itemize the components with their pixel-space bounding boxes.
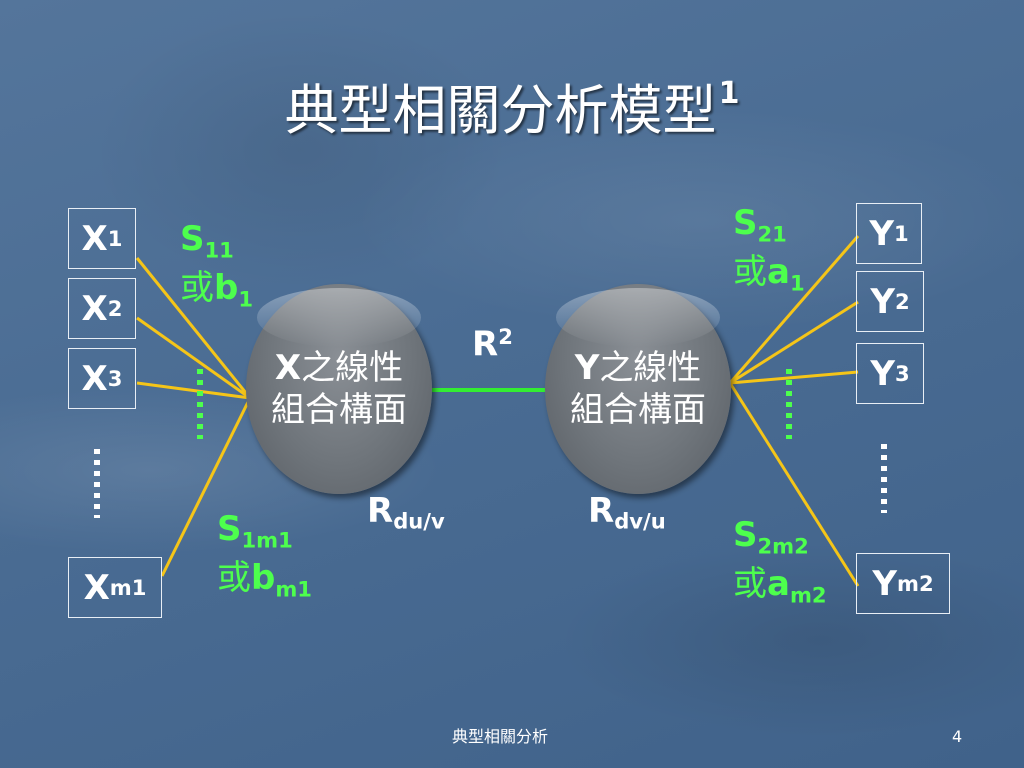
connector-y2 <box>729 300 859 385</box>
y3-var: Y <box>870 353 895 394</box>
x2-subscript: 2 <box>107 296 123 321</box>
s2m2-line: S2m2 <box>733 515 809 559</box>
weight-label-s21: S21 或a1 <box>733 206 805 301</box>
slide-title-text: 典型相關分析模型 <box>284 79 717 142</box>
redundancy-du-v-label: Rdu/v <box>367 491 445 534</box>
y1-subscript: 1 <box>893 221 909 246</box>
connector-x3 <box>136 381 251 400</box>
connector-y3 <box>729 370 859 385</box>
footer-title: 典型相關分析 <box>452 727 549 746</box>
y-composite-line1: Y之線性 <box>574 348 702 388</box>
s21-line: S21 <box>733 203 787 247</box>
slide-title-footnote: 1 <box>718 76 740 111</box>
a1-line: 或a1 <box>733 252 805 296</box>
r-squared-label: R2 <box>472 324 513 365</box>
am2-line: 或am2 <box>733 564 827 608</box>
y2-subscript: 2 <box>894 289 910 314</box>
ym2-subscript: m2 <box>896 571 934 596</box>
b1-line: 或b1 <box>180 268 254 312</box>
y2-var: Y <box>870 281 895 322</box>
bm1-line: 或bm1 <box>217 558 312 602</box>
weight-label-s2m2: S2m2 或am2 <box>733 518 827 613</box>
weight-label-s1m1: S1m1 或bm1 <box>217 512 312 607</box>
connector-x1 <box>135 257 252 399</box>
x-composite-sphere: X之線性 組合構面 <box>246 284 432 494</box>
y3-subscript: 3 <box>894 361 910 386</box>
x3-var: X <box>81 358 108 399</box>
y-composite-line2: 組合構面 <box>570 390 706 430</box>
connector-xm1 <box>160 397 252 577</box>
y1-var: Y <box>869 213 894 254</box>
connector-y1 <box>728 235 860 384</box>
s11-line: S11 <box>180 219 234 263</box>
ym2-var: Y <box>872 563 897 604</box>
x-composite-line2: 組合構面 <box>271 390 407 430</box>
connector-x2 <box>136 316 251 400</box>
slide-title: 典型相關分析模型1 <box>0 58 1024 147</box>
x1-var: X <box>81 218 108 259</box>
x-composite-line1: X之線性 <box>274 348 404 388</box>
x2-var: X <box>81 288 108 329</box>
xm1-subscript: m1 <box>109 575 147 600</box>
redundancy-dv-u-label: Rdv/u <box>588 491 666 534</box>
x1-subscript: 1 <box>107 226 123 251</box>
connector-ym2 <box>728 382 860 587</box>
s1m1-line: S1m1 <box>217 509 293 553</box>
y-composite-sphere: Y之線性 組合構面 <box>545 284 731 494</box>
xm1-var: X <box>83 567 110 608</box>
page-number: 4 <box>952 727 963 746</box>
weight-label-s11: S11 或b1 <box>180 222 253 317</box>
x3-subscript: 3 <box>107 366 123 391</box>
